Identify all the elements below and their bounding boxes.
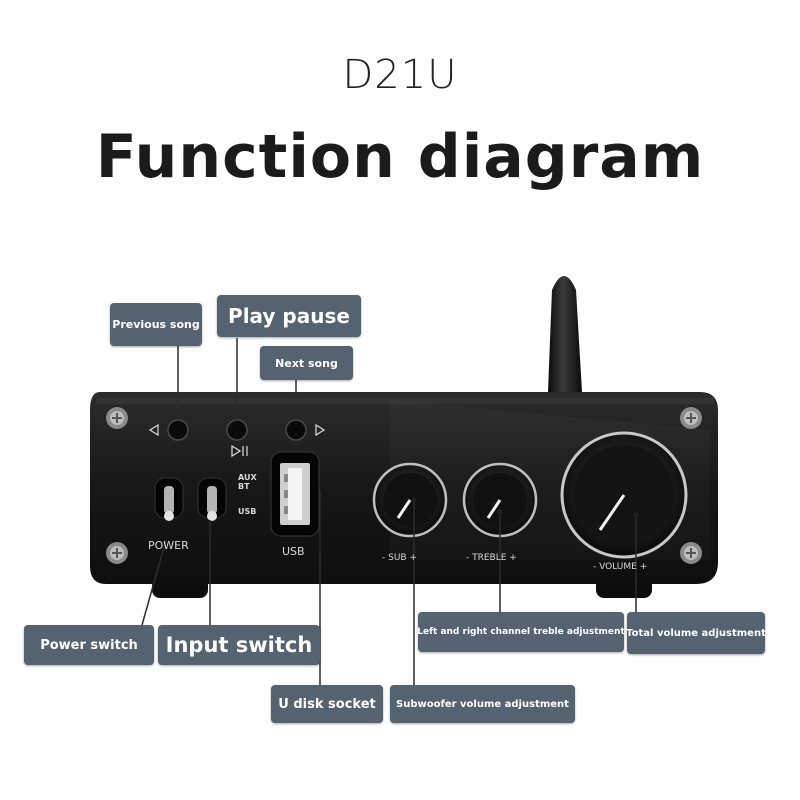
diagram-title: Function diagram — [95, 122, 705, 192]
label-subwoofer-volume: Subwoofer volume adjustment — [390, 685, 575, 723]
usb-port — [270, 451, 320, 537]
label-play-pause: Play pause — [217, 295, 361, 337]
volume-panel-label: - VOLUME + — [593, 562, 648, 572]
label-power-switch: Power switch — [24, 625, 154, 665]
play-pause-icon — [231, 444, 248, 458]
input-toggle-switch — [197, 477, 227, 521]
antenna — [548, 276, 582, 392]
power-toggle-switch — [154, 477, 184, 521]
screw-top-right — [680, 407, 702, 429]
previous-icon — [148, 423, 159, 437]
previous-button — [167, 419, 189, 441]
screw-bottom-left — [106, 542, 128, 564]
label-u-disk-socket: U disk socket — [271, 685, 383, 723]
sub-knob — [372, 462, 448, 538]
next-button — [285, 419, 307, 441]
play-pause-button — [226, 419, 248, 441]
label-total-volume: Total volume adjustment — [626, 612, 766, 654]
treble-panel-label: - TREBLE + — [466, 553, 517, 563]
bt-panel-label: BT — [238, 482, 250, 491]
faceplate-highlight — [96, 398, 714, 404]
volume-knob — [560, 431, 688, 559]
treble-knob — [462, 462, 538, 538]
screw-bottom-right — [680, 542, 702, 564]
screw-top-left — [106, 407, 128, 429]
next-icon — [315, 423, 326, 437]
sub-panel-label: - SUB + — [382, 553, 417, 563]
aux-panel-label: AUX — [238, 473, 257, 482]
usb-port-panel-label: USB — [282, 545, 305, 558]
power-panel-label: POWER — [148, 539, 189, 552]
label-treble-adjustment: Left and right channel treble adjustment — [417, 612, 625, 652]
model-name: D21U — [342, 52, 458, 98]
label-previous-song: Previous song — [110, 303, 202, 346]
usb-switch-panel-label: USB — [238, 507, 257, 516]
label-next-song: Next song — [260, 346, 353, 380]
label-input-switch: Input switch — [158, 625, 320, 665]
